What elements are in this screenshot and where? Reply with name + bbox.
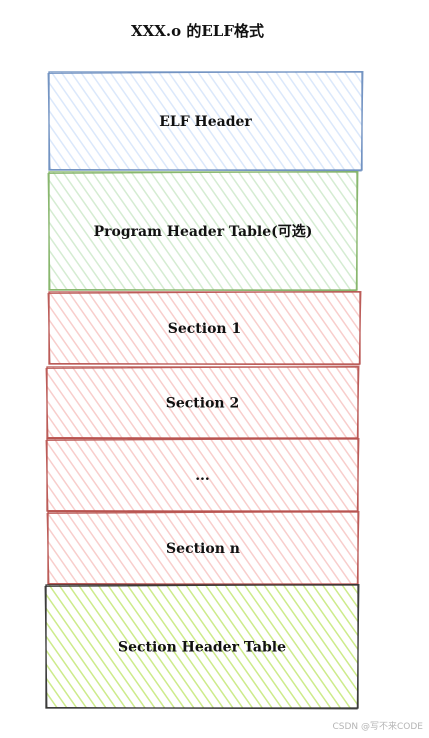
block-label-program-header-table: Program Header Table(可选) [94,223,313,240]
block-fill [47,439,358,511]
block-label-section-ellipsis: ... [195,468,210,484]
block-border-sketch [47,290,362,366]
block-fill [49,72,362,170]
block-section-header-table: Section Header Table [44,583,360,710]
block-label-section-header-table: Section Header Table [118,640,286,656]
block-section-n: Section n [46,510,360,586]
diagram-title: XXX.o 的ELF格式 [131,22,264,40]
block-section-1: Section 1 [47,290,362,366]
block-border-sketch [44,583,360,710]
csdn-watermark: CSDN @写不来CODE [332,722,423,732]
block-section-ellipsis: ... [45,437,360,513]
block-fill [49,172,357,290]
block-label-section-2: Section 2 [166,396,239,412]
block-fill [47,367,358,438]
block-section-2: Section 2 [45,365,360,440]
block-border-sketch [47,70,364,172]
block-label-section-1: Section 1 [168,321,241,337]
block-fill [49,292,360,364]
block-label-elf-header: ELF Header [159,114,252,130]
block-fill [46,585,358,708]
block-elf-header: ELF Header [47,70,364,172]
block-label-section-n: Section n [166,541,240,557]
block-border-sketch [47,170,359,292]
block-fill [48,512,358,584]
block-program-header-table: Program Header Table(可选) [47,170,359,292]
